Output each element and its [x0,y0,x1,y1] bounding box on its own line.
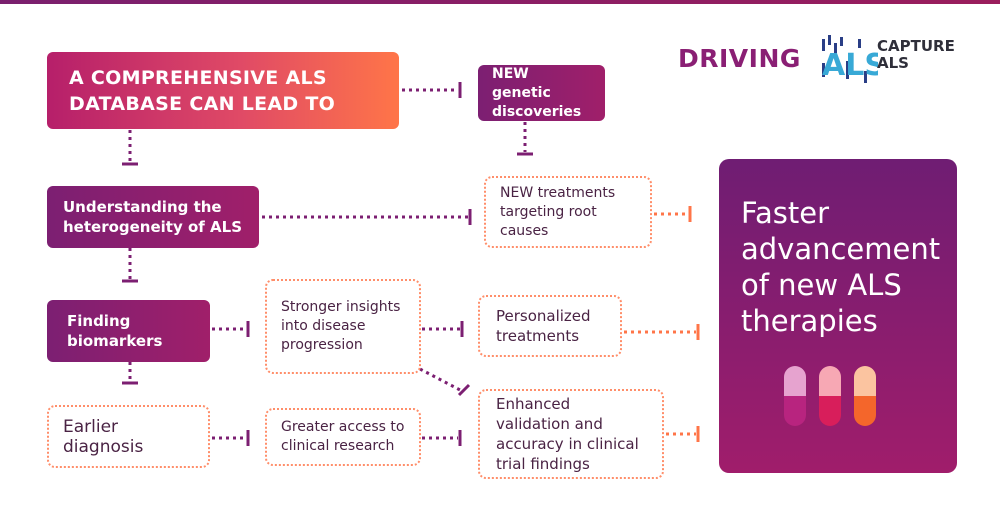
node-personalized: Personalized treatments [478,295,622,357]
outcome-box: Faster advancement of new ALS therapies [719,159,957,473]
top-accent-bar [0,0,1000,4]
capture-als-logo: ALS [818,33,963,89]
node-earlier-diagnosis: Earlier diagnosis [47,405,210,468]
node-heterogeneity: Understanding the heterogeneity of ALS [47,186,259,248]
node-validation-text: Enhanced validation and accuracy in clin… [496,395,639,473]
node-treatments: NEW treatments targeting root causes [484,176,652,248]
pill-2-top [819,366,841,396]
node-biomarkers-text: Finding biomarkers [67,312,163,350]
node-insights: Stronger insights into disease progressi… [265,279,421,374]
node-genetic: NEW genetic discoveries [478,65,605,121]
driving-label: DRIVING [678,44,801,73]
node-validation: Enhanced validation and accuracy in clin… [478,389,664,479]
node-access-text: Greater access to clinical research [281,419,405,454]
pill-icon-1 [784,366,806,426]
outcome-title: Faster advancement of new ALS therapies [741,196,941,338]
node-heterogeneity-text: Understanding the heterogeneity of ALS [63,198,242,236]
node-database-text: A COMPREHENSIVE ALS DATABASE CAN LEAD TO [69,66,336,115]
logo-wordmark-line2: ALS [877,54,909,72]
pill-2-bottom [819,396,841,426]
pill-1-top [784,366,806,396]
pill-1-bottom [784,396,806,426]
logo-wordmark: CAPTURE ALS [877,38,955,72]
node-biomarkers: Finding biomarkers [47,300,210,362]
logo-wordmark-line1: CAPTURE [877,37,955,55]
logo-mark-text: ALS [822,48,878,83]
node-earlier-diagnosis-text: Earlier diagnosis [63,416,144,457]
connector-insights-validation [419,367,463,393]
node-genetic-text: NEW genetic discoveries [492,65,582,120]
node-access: Greater access to clinical research [265,408,421,466]
node-personalized-text: Personalized treatments [496,307,591,345]
pill-3-top [854,366,876,396]
pill-icon-2 [819,366,841,426]
pill-icon-3 [854,366,876,426]
node-insights-text: Stronger insights into disease progressi… [281,299,401,353]
pill-3-bottom [854,396,876,426]
als-logo-icon: ALS [822,35,886,83]
node-treatments-text: NEW treatments targeting root causes [500,184,616,239]
node-database: A COMPREHENSIVE ALS DATABASE CAN LEAD TO [47,52,399,129]
